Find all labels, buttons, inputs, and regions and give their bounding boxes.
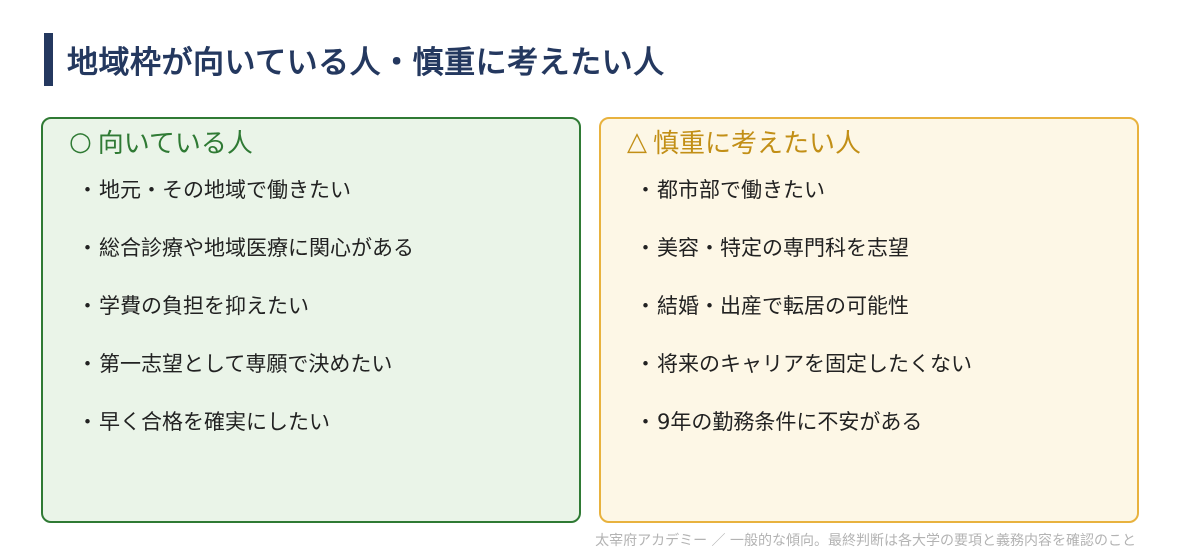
caution-list: ・都市部で働きたい ・美容・特定の専門科を志望 ・結婚・出産で転居の可能性 ・将… <box>635 174 972 464</box>
bullet-icon: ・ <box>635 352 656 376</box>
bullet-icon: ・ <box>635 410 656 434</box>
caution-heading: △ 慎重に考えたい人 <box>627 123 861 160</box>
list-item-text: 学費の負担を抑えたい <box>99 294 309 318</box>
list-item: ・都市部で働きたい <box>635 174 972 232</box>
list-item-text: 結婚・出産で転居の可能性 <box>657 294 909 318</box>
list-item: ・将来のキャリアを固定したくない <box>635 348 972 406</box>
bullet-icon: ・ <box>77 236 98 260</box>
bullet-icon: ・ <box>635 236 656 260</box>
list-item-text: 都市部で働きたい <box>657 178 825 202</box>
bullet-icon: ・ <box>77 410 98 434</box>
list-item: ・総合診療や地域医療に関心がある <box>77 232 414 290</box>
caution-panel: △ 慎重に考えたい人 ・都市部で働きたい ・美容・特定の専門科を志望 ・結婚・出… <box>599 117 1139 523</box>
bullet-icon: ・ <box>635 178 656 202</box>
list-item-text: 美容・特定の専門科を志望 <box>657 236 909 260</box>
suitable-panel: ○ 向いている人 ・地元・その地域で働きたい ・総合診療や地域医療に関心がある … <box>41 117 581 523</box>
bullet-icon: ・ <box>635 294 656 318</box>
list-item-text: 地元・その地域で働きたい <box>99 178 351 202</box>
bullet-icon: ・ <box>77 352 98 376</box>
title-accent-bar <box>44 33 53 86</box>
list-item: ・9年の勤務条件に不安がある <box>635 406 972 464</box>
list-item: ・学費の負担を抑えたい <box>77 290 414 348</box>
footer-note: 太宰府アカデミー ／ 一般的な傾向。最終判断は各大学の要項と義務内容を確認のこと <box>595 533 1136 549</box>
suitable-list: ・地元・その地域で働きたい ・総合診療や地域医療に関心がある ・学費の負担を抑え… <box>77 174 414 464</box>
suitable-heading: ○ 向いている人 <box>69 123 253 160</box>
list-item-text: 9年の勤務条件に不安がある <box>657 410 923 434</box>
suitable-heading-label: 向いている人 <box>97 129 253 159</box>
list-item: ・結婚・出産で転居の可能性 <box>635 290 972 348</box>
bullet-icon: ・ <box>77 294 98 318</box>
list-item-text: 総合診療や地域医療に関心がある <box>99 236 414 260</box>
list-item: ・早く合格を確実にしたい <box>77 406 414 464</box>
list-item: ・美容・特定の専門科を志望 <box>635 232 972 290</box>
list-item: ・地元・その地域で働きたい <box>77 174 414 232</box>
list-item-text: 第一志望として専願で決めたい <box>99 352 393 376</box>
bullet-icon: ・ <box>77 178 98 202</box>
caution-heading-label: 慎重に考えたい人 <box>653 129 862 159</box>
list-item-text: 将来のキャリアを固定したくない <box>657 352 972 376</box>
triangle-icon: △ <box>627 126 647 157</box>
list-item-text: 早く合格を確実にしたい <box>99 410 330 434</box>
circle-icon: ○ <box>69 126 92 157</box>
title-block: 地域枠が向いている人・慎重に考えたい人 <box>44 33 665 86</box>
list-item: ・第一志望として専願で決めたい <box>77 348 414 406</box>
page-title: 地域枠が向いている人・慎重に考えたい人 <box>67 45 665 81</box>
